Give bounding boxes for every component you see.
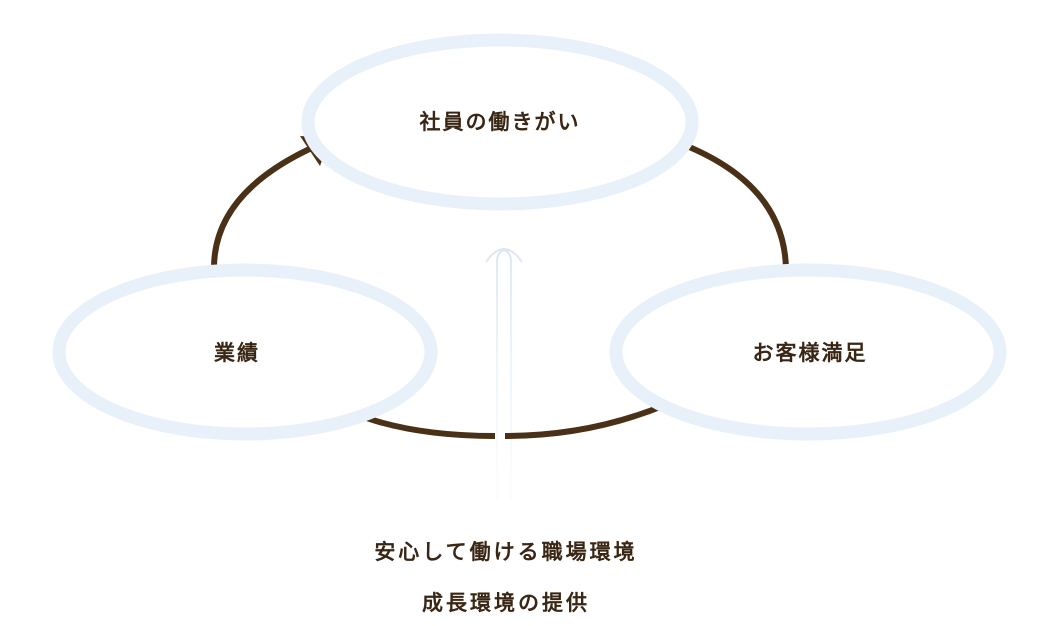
node-right-label: お客様満足 [753,341,868,365]
node-right-ring [609,263,1007,441]
node-left-ring [52,263,438,441]
node-right: お客様満足 [609,263,1007,441]
node-top-ring [301,33,699,211]
foundation-line-2: 成長環境の提供 [422,591,590,615]
arrow-right-to-left [351,402,667,439]
arrow-left-to-top [211,136,330,269]
foundation-up-arrow [485,248,523,500]
foundation-line-1: 安心して働ける職場環境 [374,540,638,564]
arrow-top-to-right [680,141,789,271]
node-left: 業績 [52,263,438,441]
node-top: 社員の働きがい [301,33,699,211]
node-left-label: 業績 [214,341,260,365]
node-top-label: 社員の働きがい [419,110,581,134]
